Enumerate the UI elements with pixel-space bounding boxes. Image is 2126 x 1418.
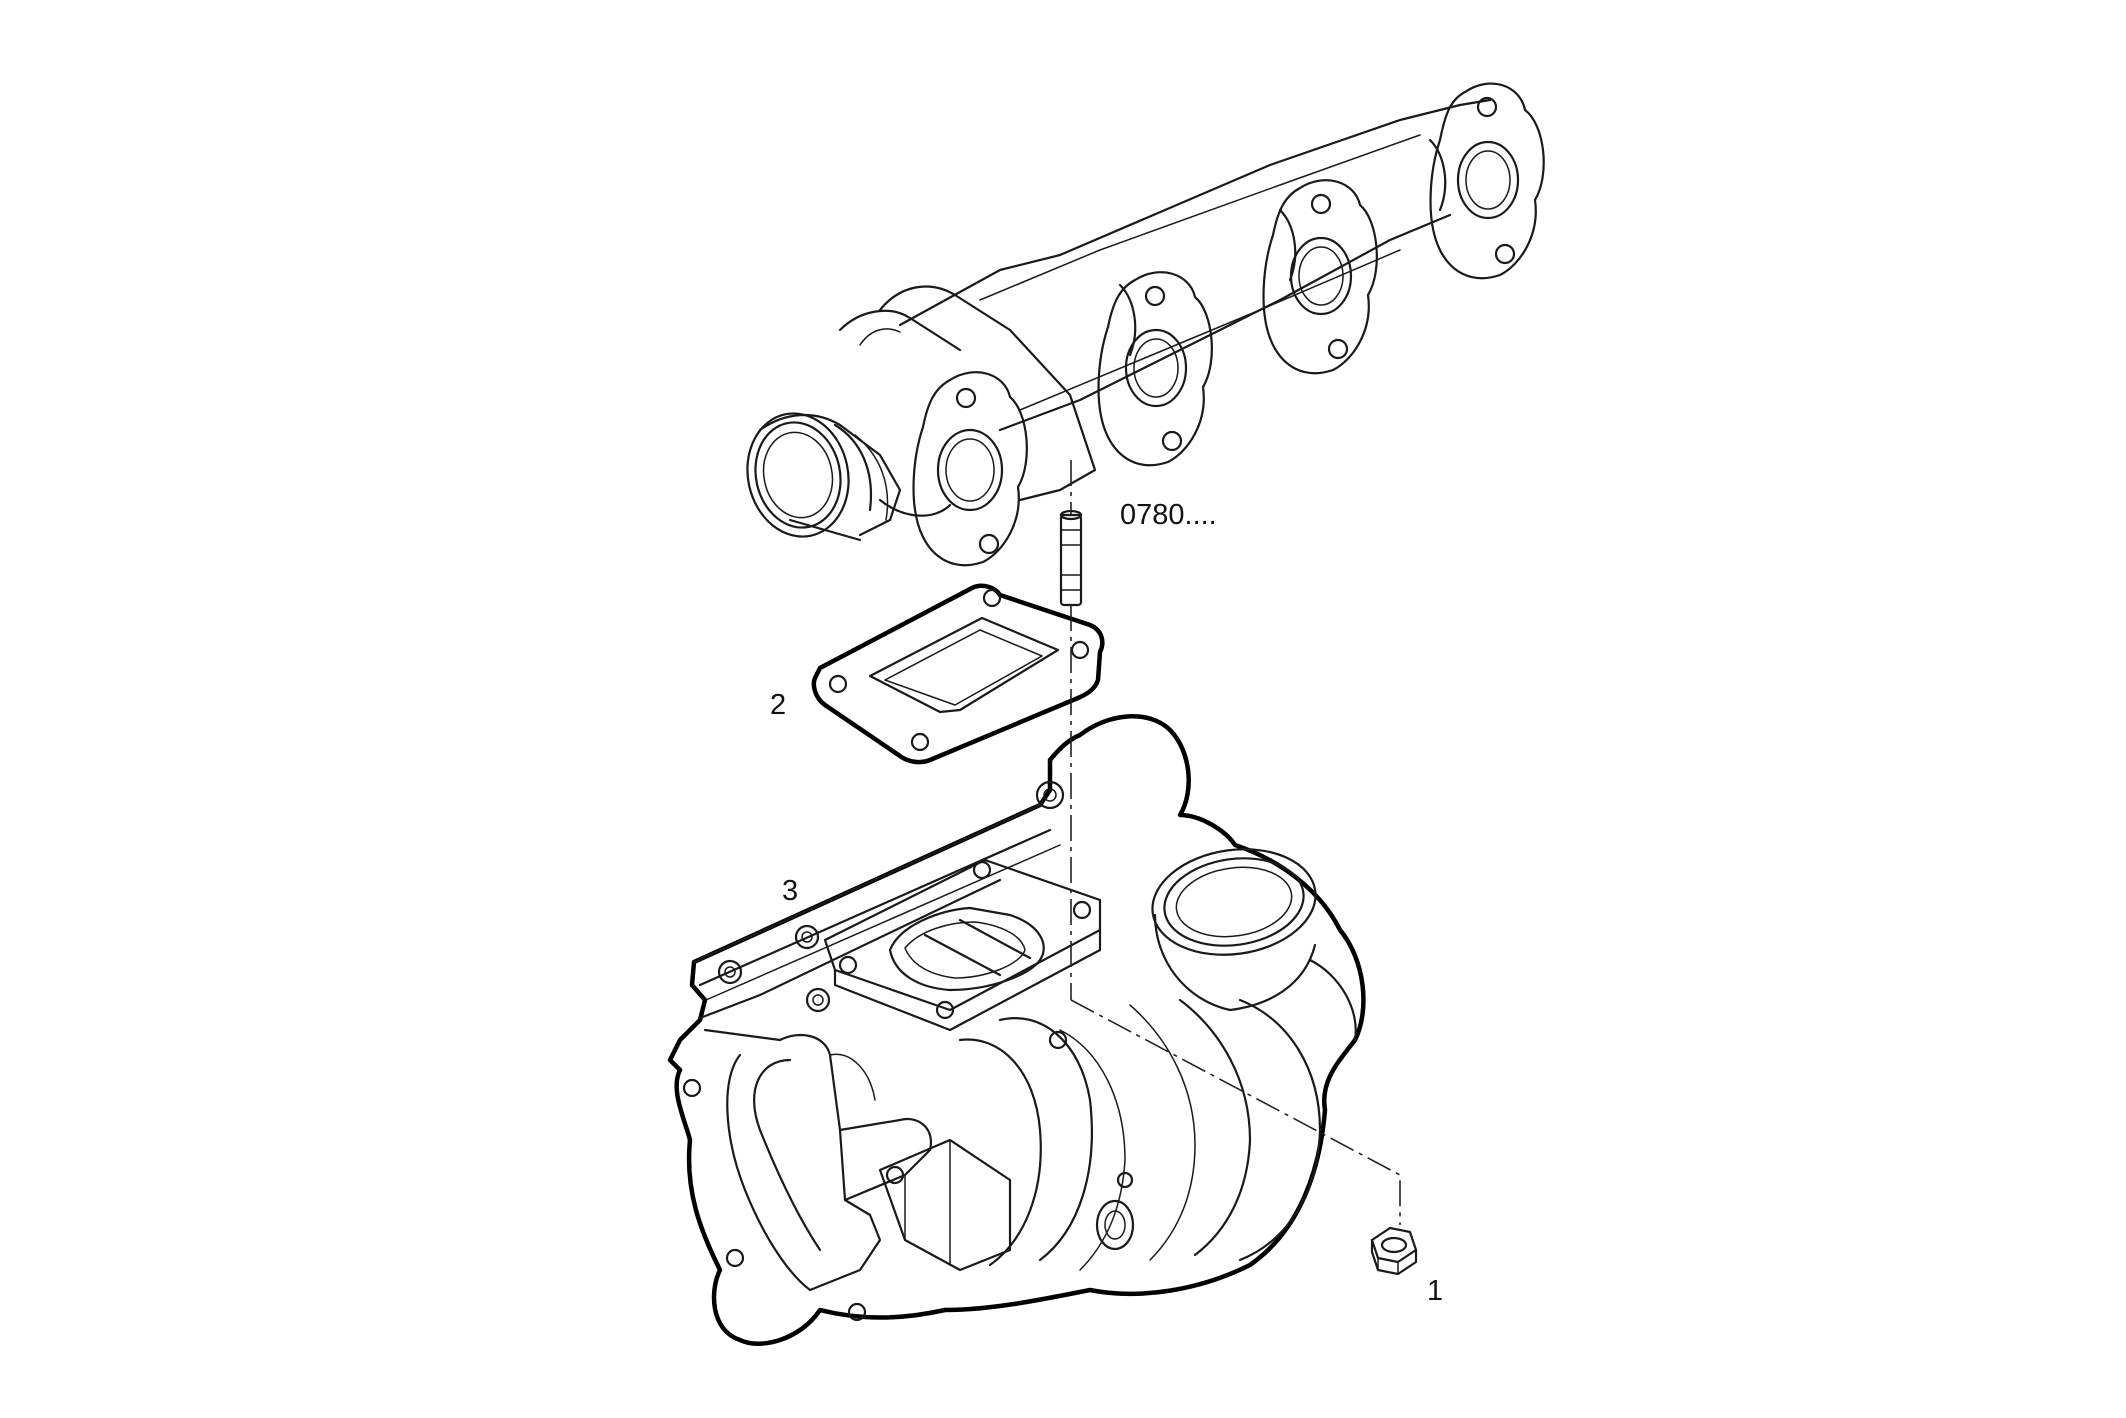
turbine-inlet-flange [823, 858, 1102, 1032]
manifold-port-flange [1429, 82, 1545, 280]
shield-bolt [794, 924, 820, 950]
callout-manifold-ref: 0780.... [1120, 499, 1217, 531]
manifold-port-flange [912, 371, 1028, 567]
manifold-egr-outlet [746, 412, 902, 542]
shield-bolt [1035, 780, 1065, 810]
shield-bolt [805, 987, 831, 1013]
callout-nut: 1 [1427, 1275, 1443, 1307]
callout-turbocharger: 3 [782, 875, 798, 907]
exhaust-manifold [746, 82, 1545, 567]
manifold-stud [1059, 509, 1083, 607]
turbo-flange-gasket [811, 583, 1105, 765]
turbocharger-assembly [667, 714, 1366, 1346]
assembly-centreline [1070, 460, 1401, 1225]
callout-gasket: 2 [770, 689, 786, 721]
hex-nut [1370, 1226, 1418, 1276]
manifold-port-flange [1097, 271, 1213, 467]
shield-bolt [717, 959, 743, 985]
oil-port [1095, 1171, 1135, 1251]
manifold-port-flange [1262, 179, 1378, 375]
compressor-inlet [1151, 848, 1317, 1012]
